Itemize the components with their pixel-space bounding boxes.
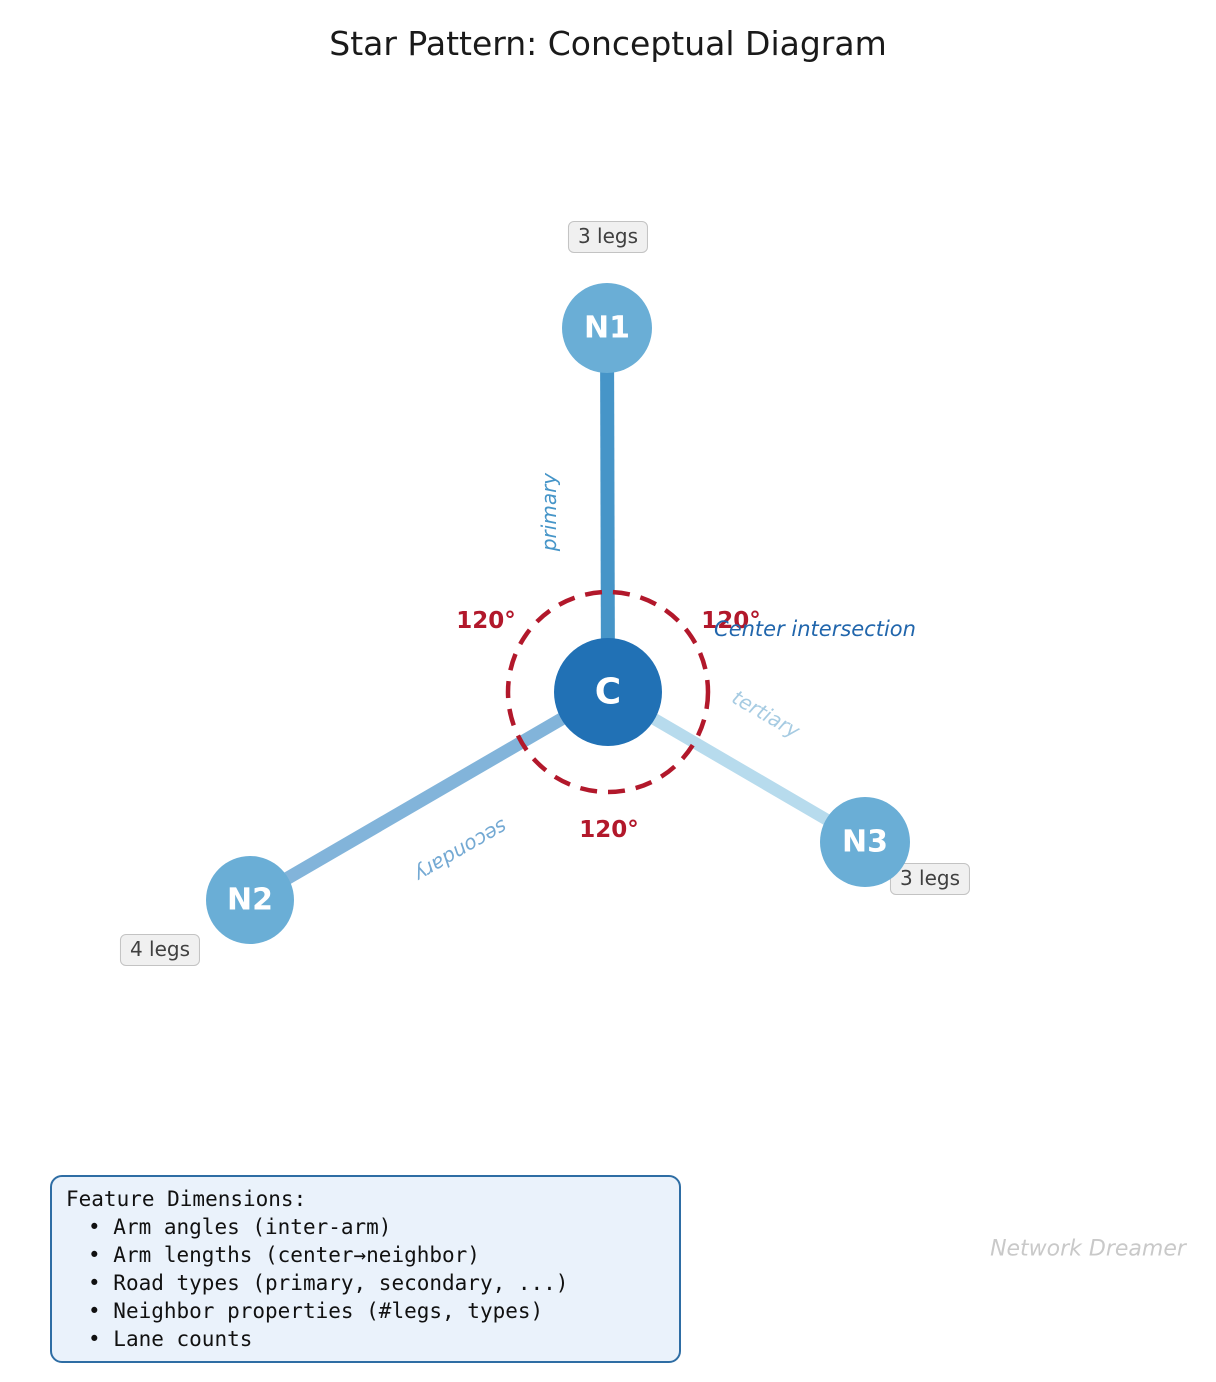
- angle-label-left: 120°: [456, 608, 516, 634]
- angle-label-right: 120°: [701, 608, 761, 634]
- feature-item: Arm lengths (center→neighbor): [88, 1241, 667, 1269]
- feature-box-title: Feature Dimensions:: [66, 1187, 307, 1211]
- feature-list: Arm angles (inter-arm) Arm lengths (cent…: [88, 1213, 667, 1353]
- watermark-text: Network Dreamer: [990, 1236, 1186, 1262]
- feature-item: Arm angles (inter-arm): [88, 1213, 667, 1241]
- node-center-circle: [554, 638, 662, 746]
- feature-item: Lane counts: [88, 1325, 667, 1353]
- node-n3-label: N3: [842, 824, 888, 860]
- feature-item: Neighbor properties (#legs, types): [88, 1297, 667, 1325]
- node-n1-label: N1: [584, 310, 630, 346]
- legs-badge-n1: 3 legs: [567, 221, 649, 253]
- feature-item: Road types (primary, secondary, ...): [88, 1269, 667, 1297]
- angle-guide-circle: [505, 589, 711, 795]
- node-n3-circle: [820, 797, 910, 887]
- angle-label-bottom: 120°: [579, 817, 639, 843]
- node-n2-circle: [206, 856, 294, 944]
- node-center-label: C: [594, 671, 622, 713]
- node-n1-circle: [562, 283, 652, 373]
- arm-secondary-line: [246, 686, 612, 906]
- feature-dimensions-box: Feature Dimensions: Arm angles (inter-ar…: [50, 1175, 681, 1363]
- arm-primary-line: [600, 327, 615, 693]
- center-intersection-annotation: Center intersection: [714, 617, 916, 641]
- page-title: Star Pattern: Conceptual Diagram: [329, 24, 887, 63]
- node-n2-label: N2: [227, 882, 273, 918]
- legs-badge-n2: 4 legs: [119, 934, 201, 966]
- arm-primary-label: primary: [537, 472, 561, 552]
